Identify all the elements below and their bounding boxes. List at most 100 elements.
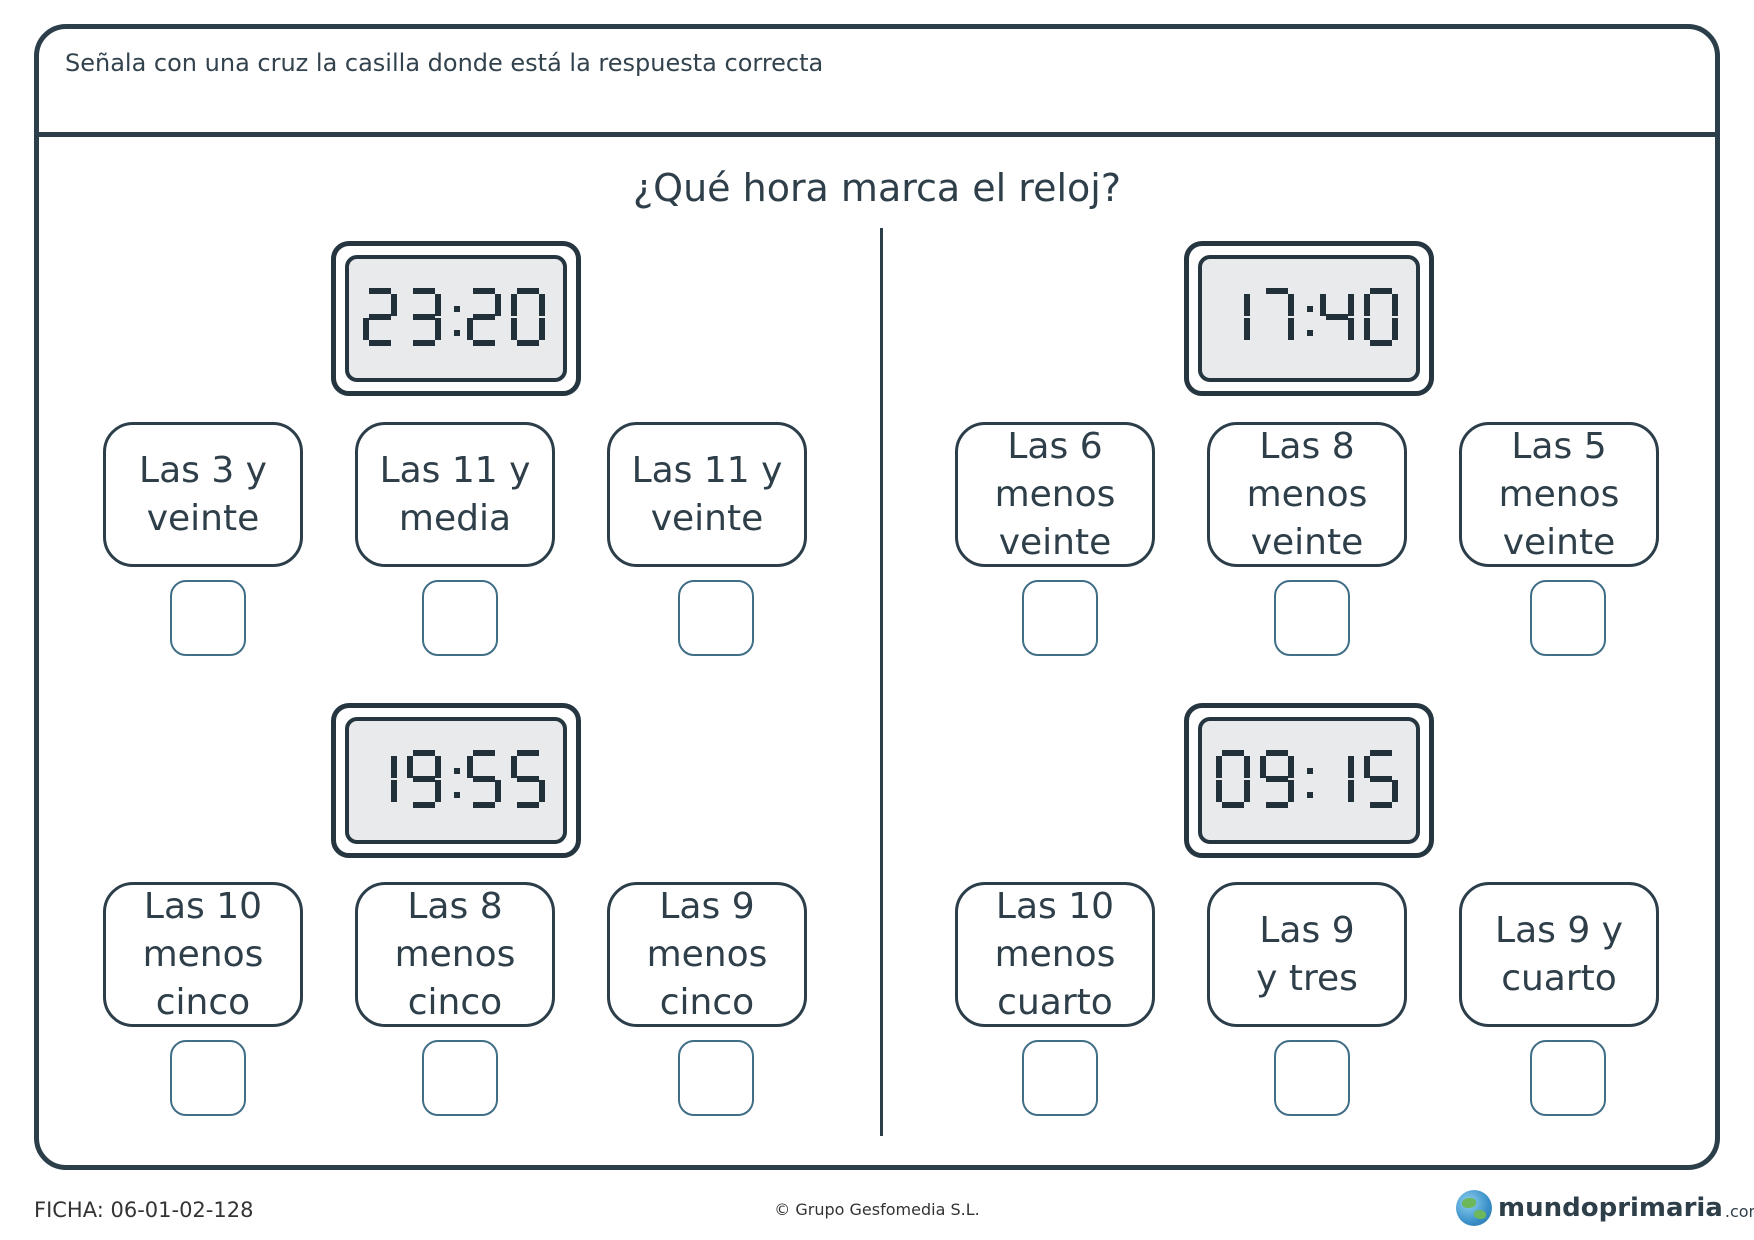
segment-c: [1288, 779, 1294, 802]
segment-c: [435, 317, 441, 340]
segment-b: [1244, 293, 1250, 316]
segment-f: [1216, 755, 1222, 778]
segment-f: [1260, 755, 1266, 778]
segment-a: [473, 749, 495, 756]
segment-f: [467, 755, 473, 778]
answer-checkbox[interactable]: [1274, 1040, 1350, 1116]
logo-main-text: mundoprimaria: [1498, 1193, 1723, 1223]
logo-domain-text: .com: [1724, 1201, 1754, 1221]
answer-option-label: Las 10 menos cuarto: [994, 885, 1116, 1023]
clock-screen: 23:20: [345, 255, 567, 382]
segment-c: [391, 779, 397, 802]
answer-checkbox[interactable]: [678, 580, 754, 656]
column-divider: [880, 228, 883, 1136]
answer-checkbox[interactable]: [422, 580, 498, 656]
colon-dot: [454, 791, 460, 798]
segment-d: [369, 339, 391, 346]
worksheet-code: FICHA: 06-01-02-128: [34, 1198, 254, 1222]
segment-c: [539, 779, 545, 802]
digital-clock: 17:40: [1184, 241, 1434, 396]
segment-g: [413, 313, 435, 320]
segment-e: [467, 317, 473, 340]
segment-f: [511, 293, 517, 316]
segment-c: [1392, 317, 1398, 340]
segment-a: [1370, 287, 1392, 294]
digital-readout: 19:55: [391, 749, 545, 808]
question-title: ¿Qué hora marca el reloj?: [632, 166, 1121, 210]
segment-c: [495, 779, 501, 802]
segment-a: [517, 287, 539, 294]
answer-checkbox[interactable]: [1274, 580, 1350, 656]
clock-screen: 17:40: [1198, 255, 1420, 382]
segment-g: [413, 775, 435, 782]
answer-option: Las 8 menos cinco: [355, 882, 555, 1027]
answer-option-label: Las 9 y cuarto: [1495, 909, 1623, 999]
answer-option: Las 9 y cuarto: [1459, 882, 1659, 1027]
segment-f: [1364, 293, 1370, 316]
colon-dot: [1307, 305, 1313, 312]
segment-a: [1370, 749, 1392, 756]
answer-option: Las 9 y tres: [1207, 882, 1407, 1027]
answer-checkbox[interactable]: [1022, 1040, 1098, 1116]
digital-clock: 23:20: [331, 241, 581, 396]
answer-option-label: Las 5 menos veinte: [1498, 425, 1620, 563]
colon-dot: [454, 305, 460, 312]
segment-g: [473, 775, 495, 782]
answer-checkbox[interactable]: [170, 580, 246, 656]
segment-b: [1348, 755, 1354, 778]
segment-b: [1244, 755, 1250, 778]
segment-b: [1288, 755, 1294, 778]
segment-e: [363, 317, 369, 340]
colon-dot: [454, 767, 460, 774]
answer-option-label: Las 8 menos cinco: [394, 885, 516, 1023]
answer-option: Las 9 menos cinco: [607, 882, 807, 1027]
colon-dot: [1307, 791, 1313, 798]
segment-g: [1266, 775, 1288, 782]
answer-option: Las 5 menos veinte: [1459, 422, 1659, 567]
digital-clock: 09:15: [1184, 703, 1434, 858]
colon-dot: [454, 329, 460, 336]
segment-a: [1266, 749, 1288, 756]
answer-checkbox[interactable]: [1530, 1040, 1606, 1116]
worksheet-frame: Señala con una cruz la casilla donde est…: [34, 24, 1720, 1170]
instruction-text: Señala con una cruz la casilla donde est…: [65, 49, 824, 77]
segment-b: [391, 293, 397, 316]
digital-clock: 19:55: [331, 703, 581, 858]
digital-readout: 09:15: [1216, 749, 1398, 808]
answer-checkbox[interactable]: [422, 1040, 498, 1116]
segment-b: [1348, 293, 1354, 316]
segment-e: [1364, 317, 1370, 340]
segment-a: [517, 749, 539, 756]
segment-c: [1392, 779, 1398, 802]
answer-checkbox[interactable]: [170, 1040, 246, 1116]
segment-g: [473, 313, 495, 320]
segment-c: [1348, 779, 1354, 802]
answer-option: Las 8 menos veinte: [1207, 422, 1407, 567]
segment-b: [495, 293, 501, 316]
segment-b: [391, 755, 397, 778]
segment-c: [1288, 317, 1294, 340]
segment-d: [413, 801, 435, 808]
colon-dot: [1307, 329, 1313, 336]
segment-b: [1288, 293, 1294, 316]
segment-d: [473, 339, 495, 346]
answer-option: Las 10 menos cuarto: [955, 882, 1155, 1027]
clock-screen: 09:15: [1198, 717, 1420, 844]
answer-checkbox[interactable]: [1022, 580, 1098, 656]
answer-checkbox[interactable]: [1530, 580, 1606, 656]
segment-d: [473, 801, 495, 808]
clock-screen: 19:55: [345, 717, 567, 844]
answer-option-label: Las 8 menos veinte: [1246, 425, 1368, 563]
segment-a: [1222, 749, 1244, 756]
segment-a: [1266, 287, 1288, 294]
answer-option-label: Las 11 y media: [379, 449, 531, 539]
answer-option-label: Las 6 menos veinte: [994, 425, 1116, 563]
answer-option-label: Las 9 menos cinco: [646, 885, 768, 1023]
segment-c: [1244, 317, 1250, 340]
answer-checkbox[interactable]: [678, 1040, 754, 1116]
segment-b: [1392, 293, 1398, 316]
segment-f: [1364, 755, 1370, 778]
globe-icon: [1456, 1190, 1492, 1226]
segment-b: [435, 755, 441, 778]
segment-g: [1326, 313, 1348, 320]
